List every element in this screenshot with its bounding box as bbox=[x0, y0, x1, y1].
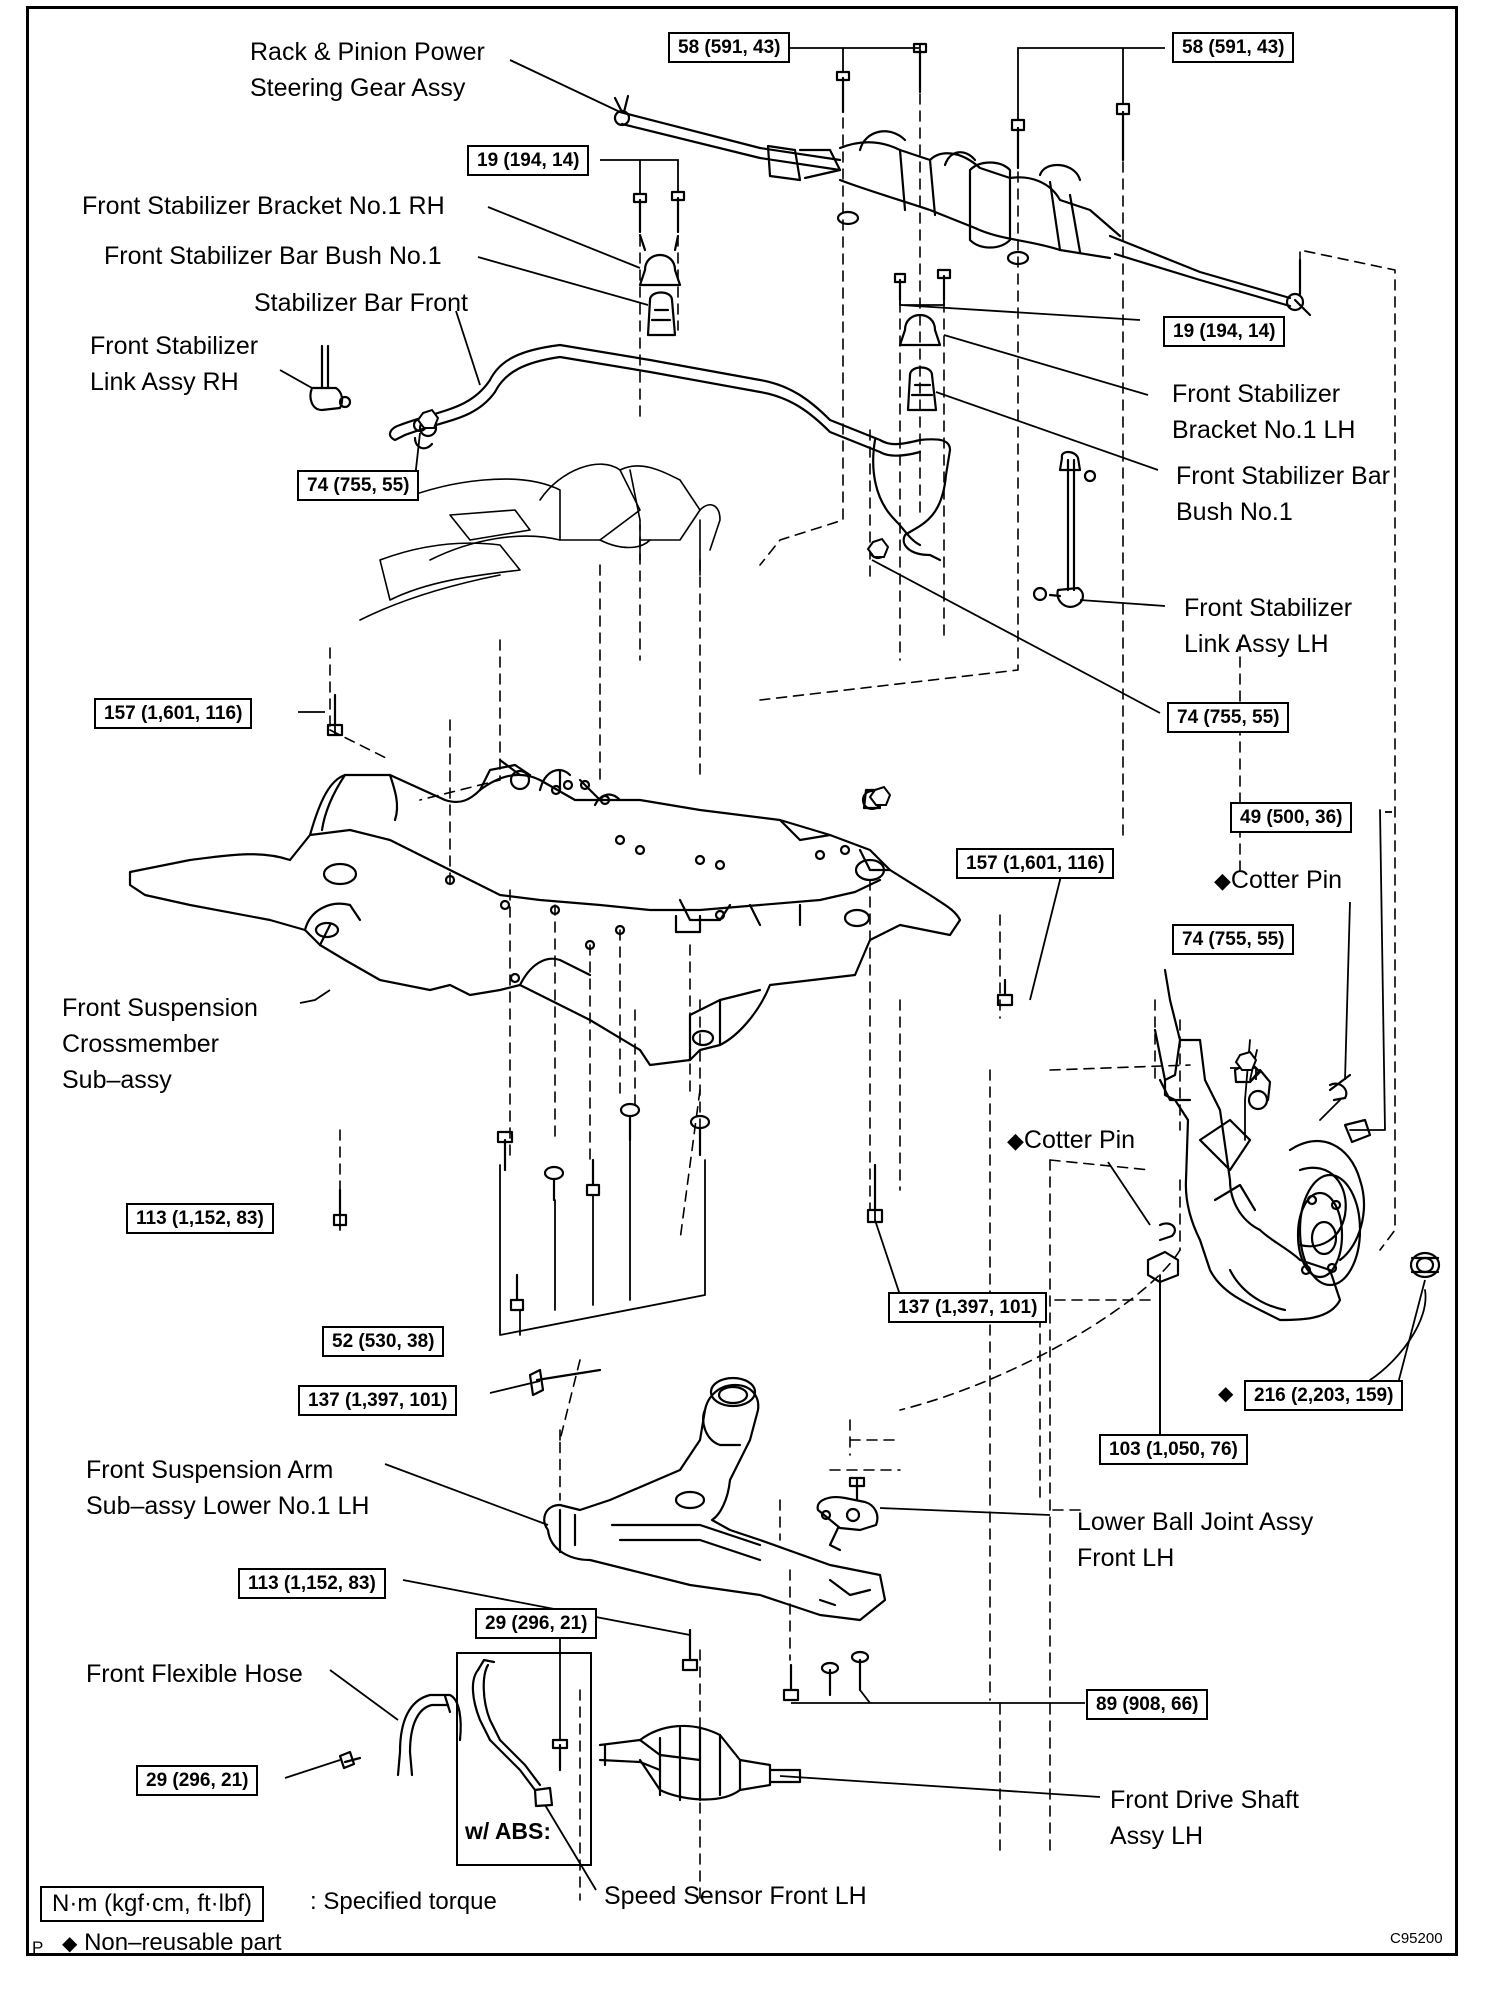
rack-bolts bbox=[632, 42, 1131, 302]
figure-id: C95200 bbox=[1390, 1930, 1443, 1947]
ball-joint-line1: Lower Ball Joint Assy bbox=[1077, 1508, 1314, 1536]
crossmember-line3: Sub–assy bbox=[62, 1066, 172, 1094]
link-lh-line1: Front Stabilizer bbox=[1184, 594, 1353, 622]
stabilizer-bar-label: Stabilizer Bar Front bbox=[254, 289, 468, 317]
bracket-rh-label: Front Stabilizer Bracket No.1 RH bbox=[82, 192, 445, 220]
bracket-lh-line1: Front Stabilizer bbox=[1172, 380, 1341, 408]
stabilizer-link-rh bbox=[309, 344, 434, 450]
unit-legend-box: N·m (kgf·cm, ft·lbf) bbox=[40, 1886, 264, 1922]
link-rh-line2: Link Assy RH bbox=[90, 368, 239, 396]
rack-pinion-label: Rack & Pinion Power Steering Gear Assy bbox=[250, 34, 485, 106]
torque-58-right: 58 (591, 43) bbox=[1172, 32, 1295, 63]
bush-rh-label: Front Stabilizer Bar Bush No.1 bbox=[104, 242, 442, 270]
flex-hose-label: Front Flexible Hose bbox=[86, 1660, 303, 1688]
torque-89: 89 (908, 66) bbox=[1086, 1689, 1209, 1720]
nuts-and-pins bbox=[1146, 1060, 1441, 1284]
diamond-icon: ◆ bbox=[1007, 1128, 1024, 1153]
torque-29-sensor: 29 (296, 21) bbox=[475, 1608, 598, 1639]
nonreusable-text: Non–reusable part bbox=[84, 1929, 282, 1956]
link-rh-label: Front Stabilizer Link Assy RH bbox=[90, 328, 258, 400]
speed-sensor bbox=[471, 1658, 569, 1808]
ball-joint-label: Lower Ball Joint Assy Front LH bbox=[1077, 1504, 1313, 1576]
crossmember-line2: Crossmember bbox=[62, 1030, 219, 1058]
bracket-lh-label: Front Stabilizer Bracket No.1 LH bbox=[1172, 376, 1355, 448]
stabilizer-bar bbox=[388, 343, 952, 562]
link-lh-label: Front Stabilizer Link Assy LH bbox=[1184, 590, 1352, 662]
lower-arm-line1: Front Suspension Arm bbox=[86, 1456, 334, 1484]
drive-shaft-line2: Assy LH bbox=[1110, 1822, 1204, 1850]
torque-49: 49 (500, 36) bbox=[1230, 802, 1353, 833]
torque-74-knuckle: 74 (755, 55) bbox=[1172, 924, 1295, 955]
link-rh-line1: Front Stabilizer bbox=[90, 332, 259, 360]
flexible-hose bbox=[338, 1693, 462, 1777]
speed-sensor-label: Speed Sensor Front LH bbox=[604, 1882, 867, 1910]
bracket-lh-line2: Bracket No.1 LH bbox=[1172, 416, 1356, 444]
bracket-bush-rh bbox=[638, 233, 682, 337]
torque-157-right: 157 (1,601, 116) bbox=[956, 848, 1115, 879]
link-lh-line2: Link Assy LH bbox=[1184, 630, 1329, 658]
rack-pinion-line2: Steering Gear Assy bbox=[250, 74, 466, 102]
cotter-pin-lower-label: ◆Cotter Pin bbox=[1007, 1122, 1135, 1159]
torque-19-lh: 19 (194, 14) bbox=[1163, 316, 1286, 347]
diamond-icon: ◆ bbox=[62, 1933, 78, 1955]
torque-216: 216 (2,203, 159) bbox=[1244, 1380, 1404, 1411]
torque-137-left: 137 (1,397, 101) bbox=[298, 1385, 458, 1416]
bush-lh-label: Front Stabilizer Bar Bush No.1 bbox=[1176, 458, 1390, 530]
torque-137-right: 137 (1,397, 101) bbox=[888, 1292, 1048, 1323]
crossmember-label: Front Suspension Crossmember Sub–assy bbox=[62, 990, 258, 1098]
lower-ball-joint bbox=[816, 1476, 879, 1552]
torque-29-hose: 29 (296, 21) bbox=[136, 1765, 259, 1796]
torque-58-left: 58 (591, 43) bbox=[668, 32, 791, 63]
ball-joint-line2: Front LH bbox=[1077, 1544, 1175, 1572]
torque-113-lower: 113 (1,152, 83) bbox=[238, 1568, 386, 1599]
torque-103: 103 (1,050, 76) bbox=[1099, 1434, 1248, 1465]
torque-157-left: 157 (1,601, 116) bbox=[94, 698, 253, 729]
diamond-icon: ◆ bbox=[1218, 1383, 1234, 1405]
crossmember-bolts bbox=[326, 693, 1014, 1397]
drive-shaft-label: Front Drive Shaft Assy LH bbox=[1110, 1782, 1299, 1854]
torque-74-rh: 74 (755, 55) bbox=[297, 470, 420, 501]
steering-rack bbox=[613, 94, 1312, 317]
torque-113-upper: 113 (1,152, 83) bbox=[126, 1203, 274, 1234]
unit-legend-text: : Specified torque bbox=[310, 1888, 497, 1915]
abs-inset-box bbox=[456, 1652, 592, 1866]
lower-arm-line2: Sub–assy Lower No.1 LH bbox=[86, 1492, 370, 1520]
crossmember bbox=[128, 758, 962, 1067]
cotter-pin-upper-label: ◆Cotter Pin bbox=[1214, 862, 1342, 899]
diamond-icon: ◆ bbox=[1214, 868, 1231, 893]
drive-shaft bbox=[598, 1724, 802, 1802]
torque-52: 52 (530, 38) bbox=[322, 1326, 445, 1357]
cotter-pin-lower-text: Cotter Pin bbox=[1023, 1126, 1136, 1154]
nonreusable-legend: ◆ Non–reusable part bbox=[62, 1925, 282, 1962]
label-leaders bbox=[279, 44, 1426, 1891]
rack-pinion-line1: Rack & Pinion Power bbox=[250, 38, 485, 66]
steering-knuckle bbox=[1153, 968, 1365, 1322]
arm-bolts bbox=[681, 1628, 870, 1702]
bush-lh-line1: Front Stabilizer Bar bbox=[1176, 462, 1390, 490]
page-marker: P bbox=[32, 1938, 44, 1957]
hex-nuts bbox=[416, 408, 1258, 1071]
crossmember-line1: Front Suspension bbox=[62, 994, 258, 1022]
drive-shaft-line1: Front Drive Shaft bbox=[1110, 1786, 1299, 1814]
lower-arm bbox=[543, 1376, 887, 1622]
alignment-lines bbox=[329, 93, 1396, 1901]
abs-label: w/ ABS: bbox=[465, 1818, 552, 1844]
bracket-bush-lh bbox=[898, 314, 942, 412]
cotter-pin-upper-text: Cotter Pin bbox=[1230, 866, 1343, 894]
lower-arm-label: Front Suspension Arm Sub–assy Lower No.1… bbox=[86, 1452, 369, 1524]
torque-74-lh: 74 (755, 55) bbox=[1167, 702, 1290, 733]
bush-lh-line2: Bush No.1 bbox=[1176, 498, 1293, 526]
torque-19-rh: 19 (194, 14) bbox=[467, 145, 590, 176]
